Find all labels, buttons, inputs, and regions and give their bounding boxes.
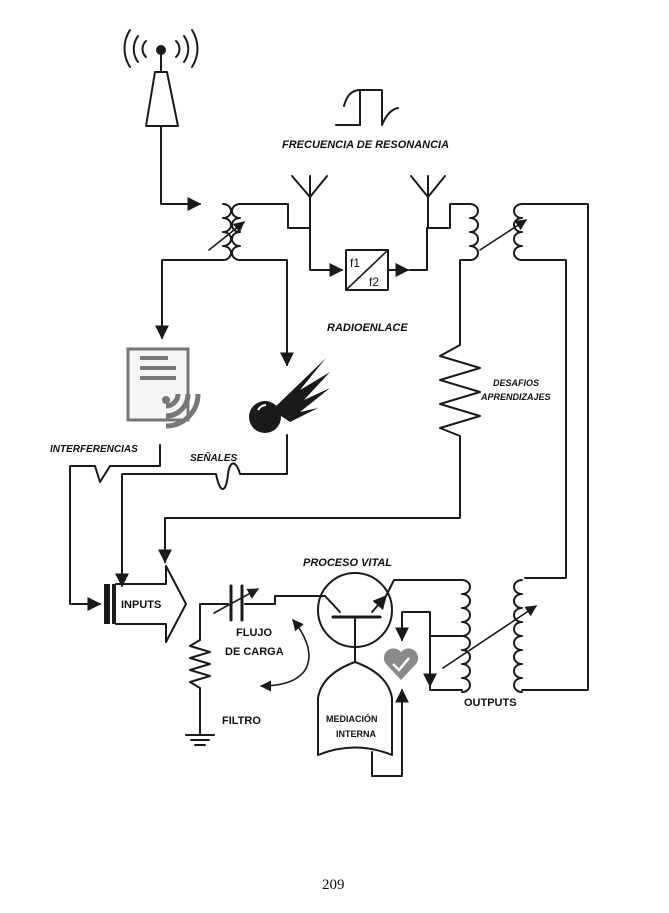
flow-curve-arrow	[259, 619, 310, 692]
interferencias-label: INTERFERENCIAS	[50, 444, 138, 455]
ground-icon	[185, 734, 215, 746]
comet-icon	[249, 358, 330, 433]
variable-capacitor	[199, 584, 326, 641]
page-number: 209	[322, 877, 345, 893]
resistor-filtro	[189, 639, 211, 736]
document-signal-icon	[126, 347, 201, 429]
mediacion-gate	[317, 661, 393, 756]
resistor-desafios	[158, 344, 481, 564]
de-carga-label: DE CARGA	[225, 646, 284, 658]
frequency-converter: f1 f2	[345, 249, 389, 291]
inputs-block: INPUTS	[104, 565, 187, 643]
aprendizajes-label: APRENDIZAJES	[480, 392, 551, 402]
transistor	[317, 572, 393, 663]
f2-label: f2	[369, 275, 379, 289]
f1-label: f1	[350, 256, 360, 270]
senales-label: SEÑALES	[190, 451, 238, 464]
antenna-2-icon	[410, 175, 446, 229]
filtro-label: FILTRO	[222, 715, 261, 727]
desafios-label: DESAFIOS	[493, 378, 539, 388]
antenna-1-icon	[291, 175, 328, 229]
mediacion-label: MEDIACIÓN	[326, 713, 378, 724]
square-wave-icon	[335, 89, 399, 126]
proceso-vital-label: PROCESO VITAL	[303, 557, 392, 569]
input-transformer	[208, 203, 245, 261]
frecuencia-label: FRECUENCIA DE RESONANCIA	[282, 139, 449, 151]
heart-check-icon	[383, 648, 419, 680]
outputs-label: OUTPUTS	[464, 697, 517, 709]
interna-label: INTERNA	[336, 729, 376, 739]
inputs-label: INPUTS	[121, 599, 161, 611]
radio-tower-icon	[123, 29, 199, 127]
flujo-label: FLUJO	[236, 627, 273, 639]
output-transformer-top	[469, 203, 527, 261]
radioenlace-label: RADIOENLACE	[327, 322, 408, 334]
